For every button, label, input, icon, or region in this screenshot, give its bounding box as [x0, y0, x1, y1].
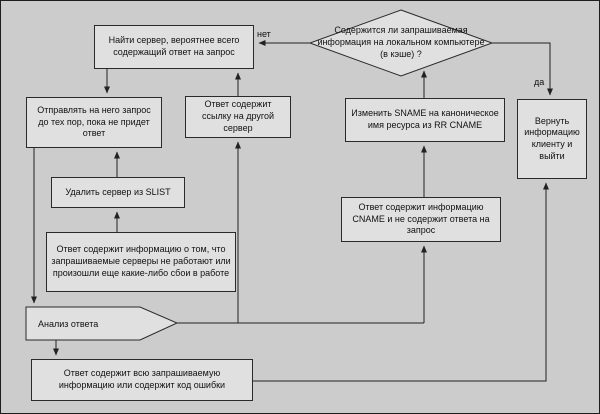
decision-diamond: [308, 9, 494, 77]
node-send-query: Отправлять на него запрос до тех пор, по…: [26, 97, 162, 148]
decision-text: Содержится ли запрашиваемая информация н…: [317, 25, 485, 59]
edge-label-no: нет: [257, 29, 271, 39]
edge-label-yes: да: [534, 77, 545, 87]
arrow-full-to-return: [253, 182, 549, 382]
node-referral: Ответ содержит ссылку на другой сервер: [185, 96, 291, 138]
node-find-server: Найти сервер, вероятнее всего содержащий…: [94, 25, 254, 69]
node-analyze-label: Анализ ответа: [38, 318, 99, 329]
node-server-failure: Ответ содержит информацию о том, что зап…: [46, 232, 236, 292]
node-cname-answer: Ответ содержит информацию CNAME и не сод…: [341, 197, 501, 242]
analyze-banner: [25, 306, 179, 341]
node-return-info: Вернуть информацию клиенту и выйти: [517, 99, 587, 179]
node-full-answer: Ответ содержит всю запрашиваемую информа…: [31, 359, 253, 401]
node-change-sname: Изменить SNAME на каноническое имя ресур…: [345, 98, 505, 142]
node-delete-server: Удалить сервер из SLIST: [51, 177, 185, 208]
arrow-yes-branch: [492, 42, 553, 96]
